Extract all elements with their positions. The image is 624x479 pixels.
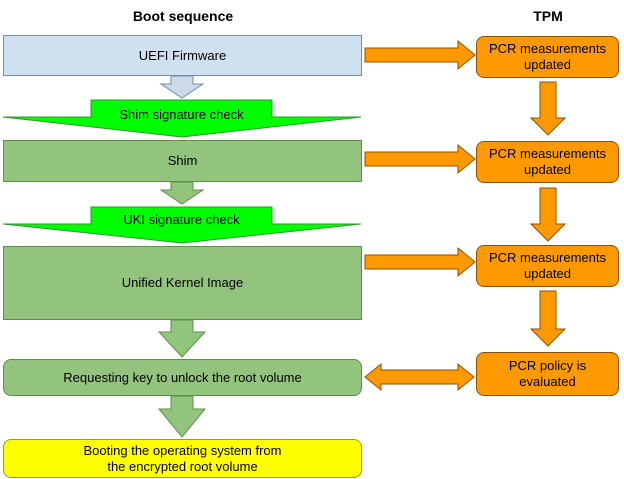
down-arrow-uefi xyxy=(159,75,205,99)
pcr3-line2: updated xyxy=(524,266,571,281)
down-arrow-pcr2-pcr3 xyxy=(529,187,567,242)
policy-line2: evaluated xyxy=(519,374,576,389)
booting-os-box: Booting the operating system from the en… xyxy=(3,439,362,478)
booting-os-line2: the encrypted root volume xyxy=(107,458,258,474)
unified-kernel-image-box: Unified Kernel Image xyxy=(3,246,362,320)
shim-signature-check-label: Shim signature check xyxy=(119,107,244,122)
double-arrow-policy xyxy=(364,362,475,392)
booting-os-line1: Booting the operating system from xyxy=(83,442,282,458)
uefi-firmware-box: UEFI Firmware xyxy=(3,35,362,76)
right-arrow-shim-pcr xyxy=(364,143,476,175)
shim-box: Shim xyxy=(3,140,362,182)
unified-kernel-image-label: Unified Kernel Image xyxy=(121,275,244,290)
pcr-measurements-box-1: PCR measurements updated xyxy=(476,36,619,78)
down-arrow-uki xyxy=(157,319,207,358)
uefi-firmware-label: UEFI Firmware xyxy=(138,47,227,63)
uki-check-funnel xyxy=(2,206,362,244)
tpm-heading: TPM xyxy=(533,8,563,24)
pcr-policy-box: PCR policy is evaluated xyxy=(476,352,619,396)
pcr1-line1: PCR measurements xyxy=(488,41,607,56)
pcr-measurements-box-3: PCR measurements updated xyxy=(476,245,619,287)
boot-sequence-heading: Boot sequence xyxy=(132,8,234,24)
down-arrow-request xyxy=(157,395,207,438)
down-arrow-pcr3-policy xyxy=(529,290,567,347)
request-key-box: Requesting key to unlock the root volume xyxy=(3,359,362,396)
pcr2-line2: updated xyxy=(524,162,571,177)
down-arrow-shim xyxy=(159,181,205,205)
shim-check-funnel xyxy=(2,99,362,138)
pcr1-line2: updated xyxy=(524,57,571,72)
policy-line1: PCR policy is xyxy=(508,358,587,373)
shim-label: Shim xyxy=(167,153,198,168)
pcr-measurements-box-2: PCR measurements updated xyxy=(476,141,619,183)
pcr2-line1: PCR measurements xyxy=(488,146,607,161)
right-arrow-uefi-pcr xyxy=(364,39,476,71)
pcr3-line1: PCR measurements xyxy=(488,250,607,265)
down-arrow-pcr1-pcr2 xyxy=(529,81,567,136)
uki-signature-check-label: UKI signature check xyxy=(123,212,240,227)
right-arrow-uki-pcr xyxy=(364,246,476,278)
request-key-label: Requesting key to unlock the root volume xyxy=(63,369,302,385)
